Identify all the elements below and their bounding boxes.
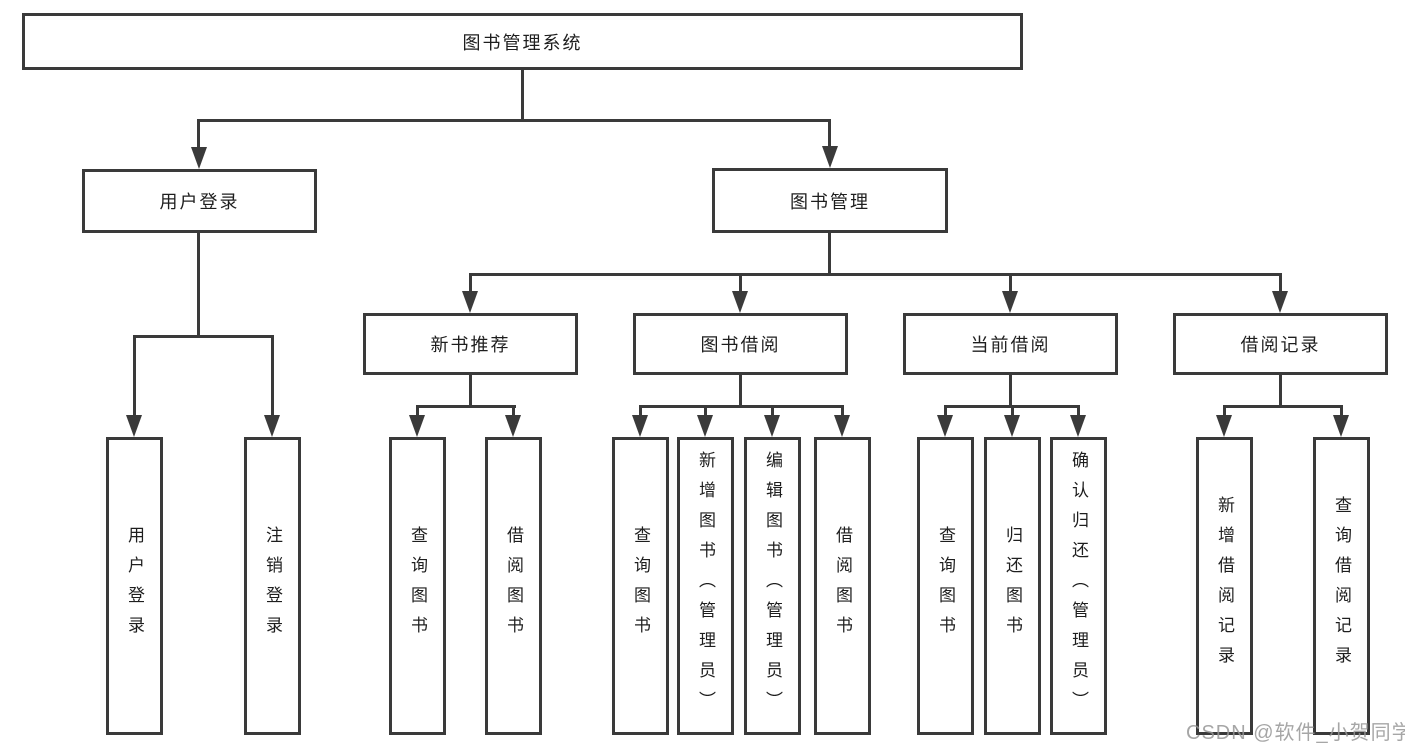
arrowhead-icon <box>834 415 850 437</box>
leaf-label: 用户登录 <box>125 526 144 646</box>
connector-line <box>197 119 200 151</box>
arrowhead-icon <box>126 415 142 437</box>
node-user-login-label: 用户登录 <box>159 192 240 212</box>
connector-line <box>771 405 774 419</box>
leaf-borrow-books-2: 借阅图书 <box>814 437 871 735</box>
node-root-label: 图书管理系统 <box>462 32 583 53</box>
node-book-borrow: 图书借阅 <box>633 313 848 375</box>
connector-line <box>197 119 831 122</box>
arrowhead-icon <box>822 146 838 168</box>
connector-line <box>1279 375 1282 408</box>
leaf-add-books-admin: 新增图书（管理员） <box>677 437 734 735</box>
connector-line <box>1011 405 1014 419</box>
connector-line <box>944 405 947 419</box>
leaf-label: 归还图书 <box>1003 526 1022 646</box>
connector-line <box>1009 273 1012 295</box>
connector-line <box>1279 273 1282 295</box>
node-user-login: 用户登录 <box>82 169 317 233</box>
node-new-book-recommend: 新书推荐 <box>363 313 578 375</box>
arrowhead-icon <box>1216 415 1232 437</box>
leaf-label: 确认归还（管理员） <box>1069 451 1088 721</box>
arrowhead-icon <box>937 415 953 437</box>
leaf-label: 注销登录 <box>263 526 282 646</box>
leaf-label: 查询图书 <box>631 526 650 646</box>
arrowhead-icon <box>264 415 280 437</box>
node-new-book-recommend-label: 新书推荐 <box>430 335 511 355</box>
leaf-label: 查询借阅记录 <box>1332 496 1351 676</box>
leaf-borrow-books-1: 借阅图书 <box>485 437 542 735</box>
arrowhead-icon <box>1333 415 1349 437</box>
node-borrow-records: 借阅记录 <box>1173 313 1388 375</box>
arrowhead-icon <box>1004 415 1020 437</box>
arrowhead-icon <box>1002 291 1018 313</box>
connector-line <box>828 119 831 151</box>
leaf-label: 新增借阅记录 <box>1215 496 1234 676</box>
connector-line <box>416 405 419 419</box>
node-borrow-records-label: 借阅记录 <box>1240 335 1321 355</box>
leaf-query-borrow-record: 查询借阅记录 <box>1313 437 1370 735</box>
connector-line <box>1223 405 1343 408</box>
connector-line <box>469 273 472 295</box>
connector-line <box>639 405 642 419</box>
connector-line <box>739 273 742 295</box>
node-root: 图书管理系统 <box>22 13 1023 70</box>
leaf-label: 借阅图书 <box>833 526 852 646</box>
arrowhead-icon <box>409 415 425 437</box>
connector-line <box>1009 375 1012 408</box>
connector-line <box>841 405 844 419</box>
connector-line <box>828 233 831 276</box>
arrowhead-icon <box>732 291 748 313</box>
leaf-return-books: 归还图书 <box>984 437 1041 735</box>
leaf-label: 查询图书 <box>408 526 427 646</box>
leaf-user-login: 用户登录 <box>106 437 163 735</box>
node-book-management: 图书管理 <box>712 168 948 233</box>
arrowhead-icon <box>1272 291 1288 313</box>
arrowhead-icon <box>462 291 478 313</box>
leaf-query-books-1: 查询图书 <box>389 437 446 735</box>
connector-line <box>469 375 472 408</box>
connector-line <box>469 273 1282 276</box>
node-book-borrow-label: 图书借阅 <box>700 335 781 355</box>
arrowhead-icon <box>697 415 713 437</box>
connector-line <box>639 405 844 408</box>
leaf-label: 编辑图书（管理员） <box>763 451 782 721</box>
leaf-query-books-3: 查询图书 <box>917 437 974 735</box>
connector-line <box>271 335 274 419</box>
node-current-borrow-label: 当前借阅 <box>970 335 1051 355</box>
arrowhead-icon <box>191 147 207 169</box>
arrowhead-icon <box>632 415 648 437</box>
connector-line <box>197 233 200 338</box>
connector-line <box>133 335 136 419</box>
connector-line <box>704 405 707 419</box>
connector-line <box>1077 405 1080 419</box>
leaf-label: 查询图书 <box>936 526 955 646</box>
connector-line <box>1340 405 1343 419</box>
arrowhead-icon <box>1070 415 1086 437</box>
connector-line <box>1223 405 1226 419</box>
leaf-label: 新增图书（管理员） <box>696 451 715 721</box>
leaf-edit-books-admin: 编辑图书（管理员） <box>744 437 801 735</box>
arrowhead-icon <box>764 415 780 437</box>
connector-line <box>521 70 524 122</box>
leaf-query-books-2: 查询图书 <box>612 437 669 735</box>
leaf-add-borrow-record: 新增借阅记录 <box>1196 437 1253 735</box>
connector-line <box>512 405 515 419</box>
leaf-confirm-return-admin: 确认归还（管理员） <box>1050 437 1107 735</box>
connector-line <box>133 335 274 338</box>
connector-line <box>416 405 516 408</box>
leaf-label: 借阅图书 <box>504 526 523 646</box>
node-book-management-label: 图书管理 <box>790 191 870 212</box>
arrowhead-icon <box>505 415 521 437</box>
csdn-watermark: CSDN @软件_小贺同学 <box>1186 722 1405 744</box>
leaf-logout: 注销登录 <box>244 437 301 735</box>
node-current-borrow: 当前借阅 <box>903 313 1118 375</box>
connector-line <box>739 375 742 408</box>
